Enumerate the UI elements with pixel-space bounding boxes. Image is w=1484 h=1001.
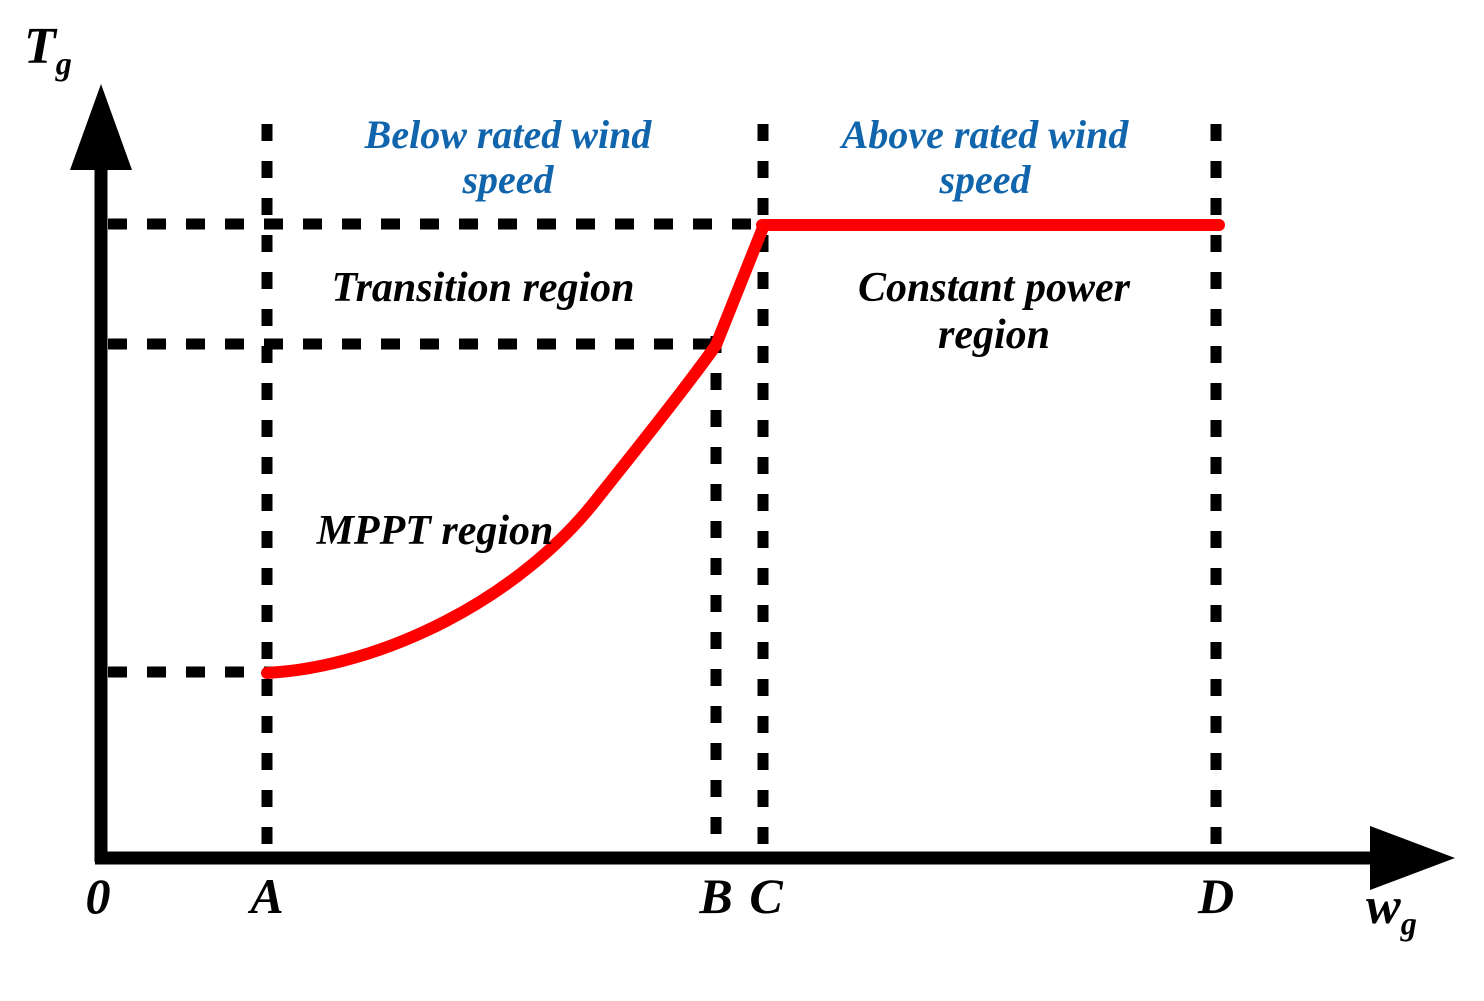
x-axis-label-main: w (1366, 878, 1401, 935)
horizontal-reference-lines (108, 218, 770, 678)
annotation-transition-region-line1: Transition region (331, 265, 635, 311)
y-axis-arrowhead (70, 84, 132, 170)
x-tick-label-origin: 0 (85, 868, 111, 924)
annotation-mppt-region: MPPT region (285, 508, 585, 555)
annotation-above-rated-line2: speed (939, 156, 1031, 202)
x-axis (95, 826, 1455, 890)
x-axis-label: wg (1366, 878, 1417, 941)
curve-segment-mppt (261, 339, 722, 679)
y-axis-label: Tg (24, 18, 72, 81)
y-axis-label-main: T (24, 18, 56, 75)
annotation-below-rated-line1: Below rated wind (364, 112, 652, 157)
annotation-below-rated-line2: speed (462, 156, 554, 202)
annotation-above-rated-wind-speed: Above rated wind speed (775, 112, 1195, 203)
torque-curve (261, 219, 1225, 679)
annotation-below-rated-wind-speed: Below rated wind speed (298, 112, 718, 203)
annotation-constant-power-line1: Constant power (858, 265, 1130, 311)
x-axis-label-subscript: g (1400, 905, 1417, 942)
annotation-constant-power-region: Constant power region (795, 265, 1193, 359)
x-tick-label-d: D (1197, 868, 1235, 924)
annotation-mppt-region-line1: MPPT region (316, 508, 554, 554)
vertical-reference-lines (261, 124, 1222, 856)
x-tick-label-b: B (699, 868, 733, 924)
curve-segment-transition (710, 219, 770, 351)
x-tick-label-c: C (749, 868, 783, 924)
annotation-constant-power-line2: region (937, 312, 1050, 359)
annotation-above-rated-line1: Above rated wind (841, 112, 1129, 157)
x-axis-arrowhead (1370, 826, 1455, 890)
x-tick-label-a: A (250, 868, 284, 924)
annotation-transition-region: Transition region (283, 265, 683, 312)
y-axis (70, 84, 132, 862)
y-axis-label-subscript: g (55, 45, 72, 82)
